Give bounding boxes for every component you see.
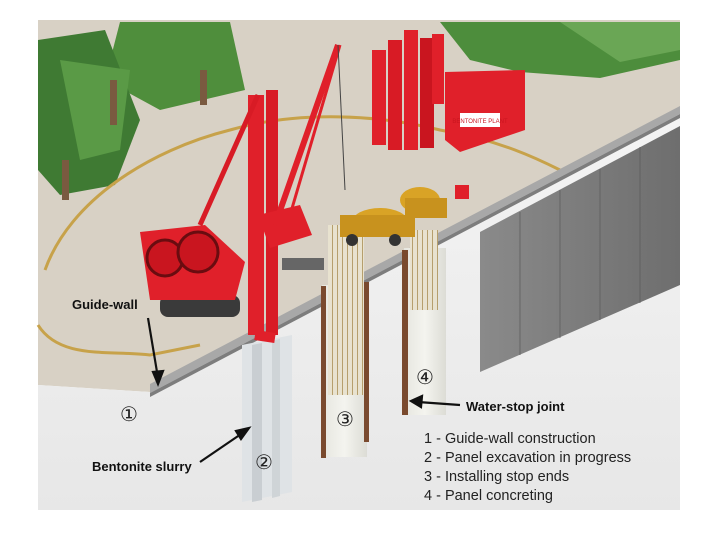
trees-right [440, 22, 680, 78]
step-1-marker: ① [120, 402, 138, 426]
retained-wall [480, 126, 680, 372]
water-stop-arrow [417, 400, 461, 407]
step-3-marker: ③ [336, 407, 354, 431]
water-stop-joint-label: Water-stop joint [466, 399, 565, 414]
panel-stop-ends [321, 225, 369, 458]
bentonite-arrow [199, 431, 245, 463]
step-2-marker: ② [255, 450, 273, 474]
legend-item-1: 1 - Guide-wall construction [424, 431, 596, 447]
bentonite-slurry-label: Bentonite slurry [92, 459, 192, 474]
guide-wall-arrow [146, 317, 160, 379]
trees-left [38, 22, 245, 200]
crawler-crane [140, 90, 278, 343]
legend-item-3: 3 - Installing stop ends [424, 469, 570, 485]
lattice-crane [258, 44, 346, 270]
legend-item-4: 4 - Panel concreting [424, 488, 553, 504]
guide-wall-label: Guide-wall [72, 297, 138, 312]
step-4-marker: ④ [416, 365, 434, 389]
legend-item-2: 2 - Panel excavation in progress [424, 450, 632, 466]
plant-sign: BENTONITE PLANT [452, 119, 508, 125]
legend: 1 - Guide-wall construction 2 - Panel ex… [424, 430, 631, 506]
concrete-trucks [340, 187, 447, 246]
panel-excavation [242, 335, 292, 502]
panel-concreting [402, 230, 446, 415]
bentonite-plant: BENTONITE PLANT [372, 30, 525, 199]
